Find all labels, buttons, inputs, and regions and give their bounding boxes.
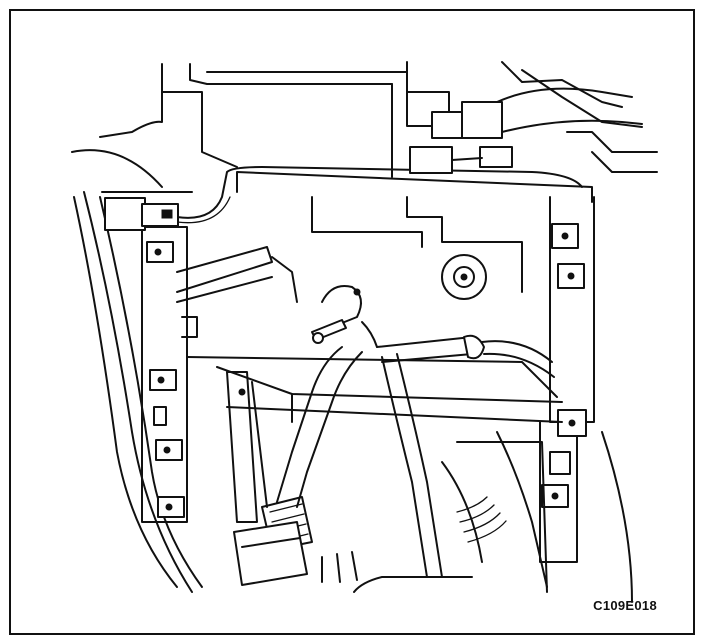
lower-right-panel (353, 431, 633, 603)
radio-wiring-harness (233, 321, 555, 586)
left-mounting-bracket (141, 226, 188, 523)
left-side-panel (71, 149, 203, 593)
radio-removal-illustration (71, 61, 658, 603)
retaining-screw (311, 285, 362, 344)
lower-bracket-rod (226, 371, 268, 523)
upper-wiring-harness (104, 87, 643, 231)
figure-code: C109E018 (593, 598, 657, 613)
figure-frame: C109E018 (9, 9, 695, 635)
center-support-panel (176, 171, 593, 423)
right-mounting-bracket (539, 196, 595, 563)
upper-dash-panel (99, 61, 658, 178)
